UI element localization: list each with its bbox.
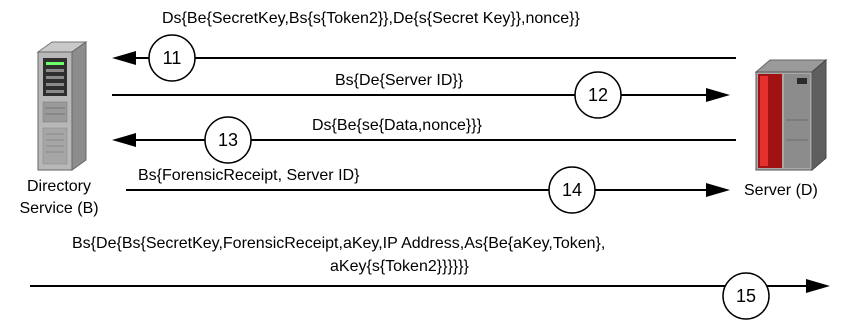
- message-label-14: Bs{ForensicReceipt, Server ID}: [138, 167, 360, 184]
- step-circle-13: [204, 116, 252, 164]
- directory-service-label: Directory Service (B): [4, 178, 114, 218]
- step-circle-15: [722, 272, 770, 320]
- message-label-15-line2: aKey{s{Token2}}}}}}: [330, 258, 469, 275]
- server-tower-icon: [36, 41, 88, 171]
- arrow-12: [112, 88, 730, 102]
- step-number-13: 13: [218, 130, 238, 150]
- step-circle-11: [148, 34, 196, 82]
- message-label-13: Ds{Be{se{Data,nonce}}}: [312, 117, 482, 134]
- directory-service-label-line1: Directory: [26, 178, 91, 195]
- server-label: Server (D): [744, 182, 818, 199]
- arrow-11: [112, 51, 736, 65]
- message-label-11: Ds{Be{SecretKey,Bs{s{Token2}},De{s{Secre…: [162, 10, 580, 27]
- step-circle-12: [574, 71, 622, 119]
- step-number-14: 14: [562, 180, 582, 200]
- directory-service-label-line2: Service (B): [19, 200, 99, 217]
- step-circle-14: [548, 166, 596, 214]
- step-number-11: 11: [163, 48, 182, 68]
- step-number-15: 15: [736, 286, 756, 306]
- message-label-15-line1: Bs{De{Bs{SecretKey,ForensicReceipt,aKey,…: [72, 235, 606, 252]
- arrow-15: [30, 279, 830, 293]
- step-number-12: 12: [588, 85, 608, 105]
- arrow-14: [126, 183, 730, 197]
- mainframe-server-icon: [754, 58, 828, 172]
- message-label-12: Bs{De{Server ID}}: [335, 72, 464, 89]
